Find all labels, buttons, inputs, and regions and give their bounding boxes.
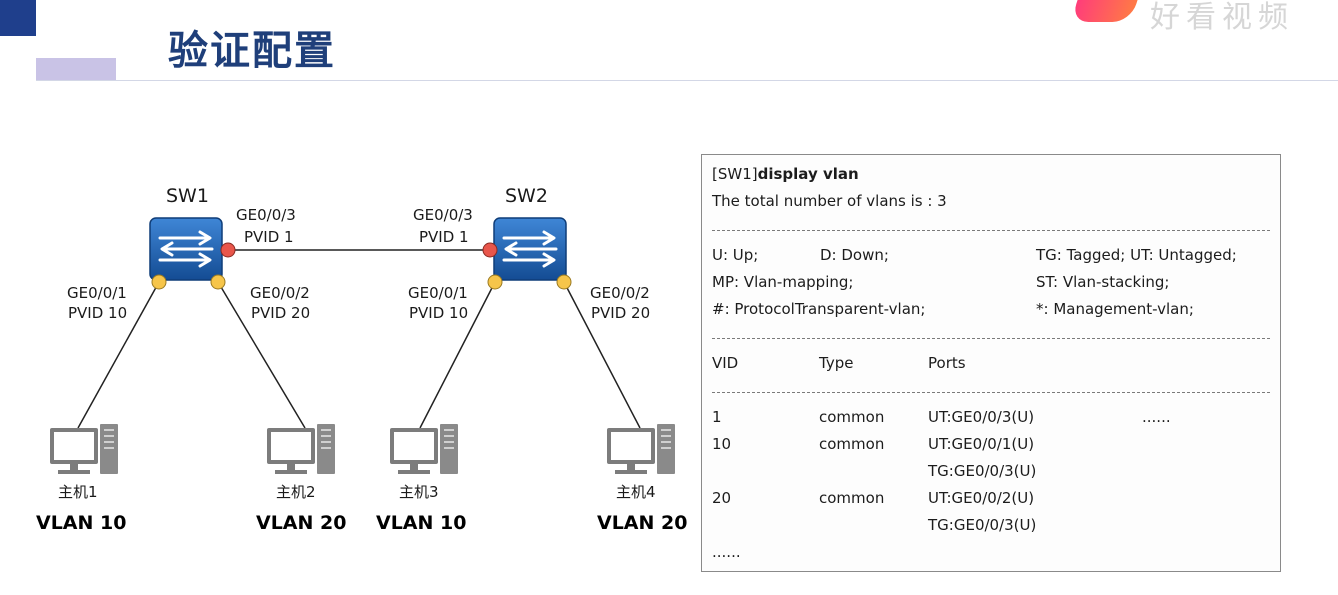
port-sw1-trunk-dot bbox=[220, 242, 236, 258]
switch-sw1-label: SW1 bbox=[166, 185, 209, 207]
host2-pc-icon bbox=[266, 423, 336, 475]
sw2-ge1-pvid-label: PVID 10 bbox=[409, 304, 468, 322]
sw1-ge2-pvid-label: PVID 20 bbox=[251, 304, 310, 322]
separator-line bbox=[712, 338, 1270, 339]
switch-sw2-label: SW2 bbox=[505, 185, 548, 207]
page-title: 验证配置 bbox=[168, 28, 336, 74]
corner-accent bbox=[0, 0, 36, 36]
sw2-uplink-port-label: GE0/0/3 bbox=[413, 206, 473, 224]
row-more-ellipsis: ...... bbox=[1142, 408, 1171, 426]
separator-line bbox=[712, 230, 1270, 231]
network-topology-diagram: SW1 SW2 GE0/0/3 PVID 1 GE0/0/3 PVID 1 GE… bbox=[36, 185, 687, 534]
legend-stacking: ST: Vlan-stacking; bbox=[1036, 273, 1170, 291]
host4-label: 主机4 bbox=[616, 483, 656, 501]
row-port: UT:GE0/0/3(U) bbox=[928, 408, 1035, 426]
command-line: [SW1]display vlan bbox=[712, 165, 859, 183]
link-sw2-host3 bbox=[419, 281, 496, 429]
column-header-type: Type bbox=[819, 354, 854, 372]
sw2-ge2-pvid-label: PVID 20 bbox=[591, 304, 650, 322]
host4-pc-icon bbox=[606, 423, 676, 475]
title-accent-bar bbox=[36, 58, 116, 80]
port-sw2-ge2-dot bbox=[556, 274, 572, 290]
sw1-uplink-pvid-label: PVID 1 bbox=[244, 228, 294, 246]
port-sw1-ge2-dot bbox=[210, 274, 226, 290]
link-sw2-host4 bbox=[563, 281, 641, 429]
header-divider bbox=[36, 80, 1338, 81]
column-header-vid: VID bbox=[712, 354, 739, 372]
cli-output-panel: [SW1]display vlan The total number of vl… bbox=[701, 154, 1281, 572]
sw1-ge1-port-label: GE0/0/1 bbox=[67, 284, 127, 302]
row-vid: 20 bbox=[712, 489, 732, 507]
host4-vlan-label: VLAN 20 bbox=[597, 512, 687, 534]
sw1-uplink-port-label: GE0/0/3 bbox=[236, 206, 296, 224]
port-sw2-trunk-dot bbox=[482, 242, 498, 258]
port-sw1-ge1-dot bbox=[151, 274, 167, 290]
legend-mapping: MP: Vlan-mapping; bbox=[712, 273, 854, 291]
host3-label: 主机3 bbox=[399, 483, 439, 501]
row-vid: 10 bbox=[712, 435, 732, 453]
trailing-ellipsis: ...... bbox=[712, 543, 741, 561]
legend-up: U: Up; bbox=[712, 246, 759, 264]
brand-logo-icon bbox=[1070, 0, 1138, 22]
host1-vlan-label: VLAN 10 bbox=[36, 512, 126, 534]
link-sw1-host2 bbox=[217, 281, 306, 429]
sw1-ge1-pvid-label: PVID 10 bbox=[68, 304, 127, 322]
link-sw1-host1 bbox=[77, 281, 160, 429]
row-port: TG:GE0/0/3(U) bbox=[928, 516, 1037, 534]
cli-command: display vlan bbox=[757, 165, 859, 183]
host2-label: 主机2 bbox=[276, 483, 316, 501]
vlan-count-summary: The total number of vlans is : 3 bbox=[712, 192, 947, 210]
row-vid: 1 bbox=[712, 408, 722, 426]
port-sw2-ge1-dot bbox=[487, 274, 503, 290]
host1-pc-icon bbox=[49, 423, 119, 475]
sw2-ge2-port-label: GE0/0/2 bbox=[590, 284, 650, 302]
row-port: UT:GE0/0/1(U) bbox=[928, 435, 1035, 453]
row-type: common bbox=[819, 489, 885, 507]
brand-watermark: 好看视频 bbox=[1150, 0, 1294, 35]
sw1-ge2-port-label: GE0/0/2 bbox=[250, 284, 310, 302]
column-header-ports: Ports bbox=[928, 354, 966, 372]
row-type: common bbox=[819, 408, 885, 426]
row-port: UT:GE0/0/2(U) bbox=[928, 489, 1035, 507]
legend-tagged: TG: Tagged; UT: Untagged; bbox=[1036, 246, 1237, 264]
host1-label: 主机1 bbox=[58, 483, 98, 501]
row-port: TG:GE0/0/3(U) bbox=[928, 462, 1037, 480]
host2-vlan-label: VLAN 20 bbox=[256, 512, 346, 534]
separator-line bbox=[712, 392, 1270, 393]
switch-sw2-icon bbox=[493, 217, 567, 281]
cli-prompt: [SW1] bbox=[712, 165, 758, 183]
switch-sw1-icon bbox=[149, 217, 223, 281]
legend-down: D: Down; bbox=[820, 246, 889, 264]
sw2-ge1-port-label: GE0/0/1 bbox=[408, 284, 468, 302]
row-type: common bbox=[819, 435, 885, 453]
sw2-uplink-pvid-label: PVID 1 bbox=[419, 228, 469, 246]
host3-vlan-label: VLAN 10 bbox=[376, 512, 466, 534]
host3-pc-icon bbox=[389, 423, 459, 475]
legend-protocol-transparent: #: ProtocolTransparent-vlan; bbox=[712, 300, 926, 318]
legend-management: *: Management-vlan; bbox=[1036, 300, 1194, 318]
